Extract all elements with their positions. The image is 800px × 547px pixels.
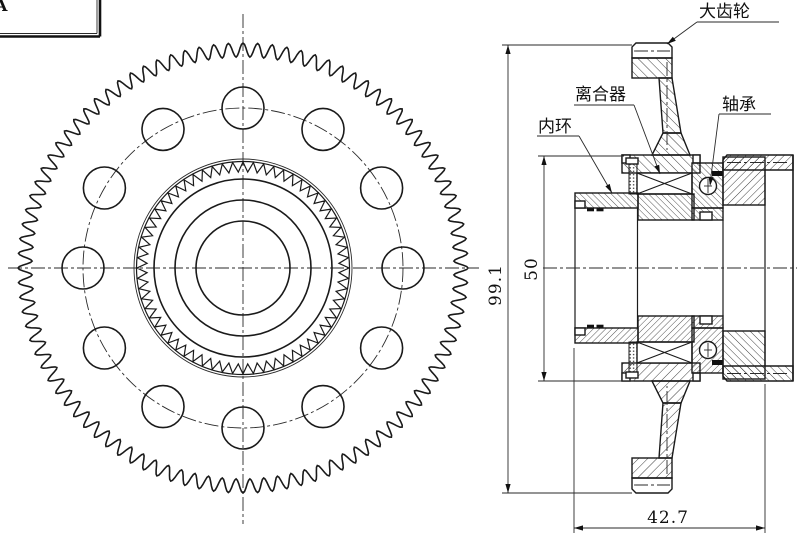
dim99-arrow-top [505,45,511,54]
bolt-circle [82,107,404,429]
spline-teeth [135,160,351,376]
spline-outer-circle [133,158,353,378]
bore-circle [195,220,291,316]
dim-99-1: 99.1 [486,264,506,306]
section-view [543,42,797,494]
gear-hole-6 [301,384,345,429]
section-upper-half [574,42,794,221]
gear-hole-4 [381,246,425,290]
gear-hole-1 [221,86,265,130]
clutch-label: 离合器 [575,85,626,105]
corner-detail-box: A [0,0,102,38]
gear-hole-12 [141,107,185,152]
gear-hole-2 [301,107,345,152]
clutch-spring [628,163,638,195]
step-circle [174,199,312,337]
leader-clutch [633,104,661,175]
gear-outer-teeth [16,41,470,495]
big-gear-label: 大齿轮 [699,2,750,22]
gear-hole-5 [359,326,404,370]
dim42-arrow-left [574,525,583,531]
gear-hole-9 [82,326,127,370]
bore-mark-1 [587,208,594,212]
bearing-race [691,162,724,209]
gear-hole-10 [61,246,105,290]
gear-rim-block [631,57,673,79]
gear-hole-11 [82,166,127,210]
gear-web [658,77,682,134]
dim-42-7: 42.7 [647,508,689,528]
leader-inner-ring-arrow [605,183,612,193]
leader-inner-ring [578,135,613,194]
callouts: 大齿轮 离合器 轴承 内环 [537,2,779,194]
bearing-label: 轴承 [722,95,756,115]
gear-hole-8 [141,384,185,429]
leader-big-gear-arrow [667,36,676,44]
bearing-lip-notch [699,211,713,221]
corner-detail-letter: A [0,0,8,15]
dim50-arrow-top [541,156,547,165]
inner-ring-step [574,200,586,209]
gear-hole-7 [221,406,265,450]
dim50-arrow-bottom [541,372,547,381]
clutch-x2 [636,172,693,195]
bearing-seal [712,171,723,176]
dim-50: 50 [522,257,542,281]
section-lower-half [574,315,794,494]
dim42-arrow-right [756,525,765,531]
dimensions: 99.1 50 42.7 [486,44,766,533]
leader-clutch-arrow [654,164,660,174]
inner-ring-hub [637,193,695,221]
inner-ring-label: 内环 [538,117,572,137]
hub-circle [153,178,333,358]
front-view-gear [8,14,479,524]
leader-bearing [709,113,720,185]
gear-hole-3 [359,166,404,210]
bore-mark-2 [596,208,604,212]
housing-notch [692,154,701,164]
leader-bearing-arrow [708,176,714,186]
clutch-spring-cap [625,157,639,165]
gear-rim-section [631,42,673,59]
gear-web-flare [650,132,692,156]
dim99-arrow-bottom [505,484,511,493]
